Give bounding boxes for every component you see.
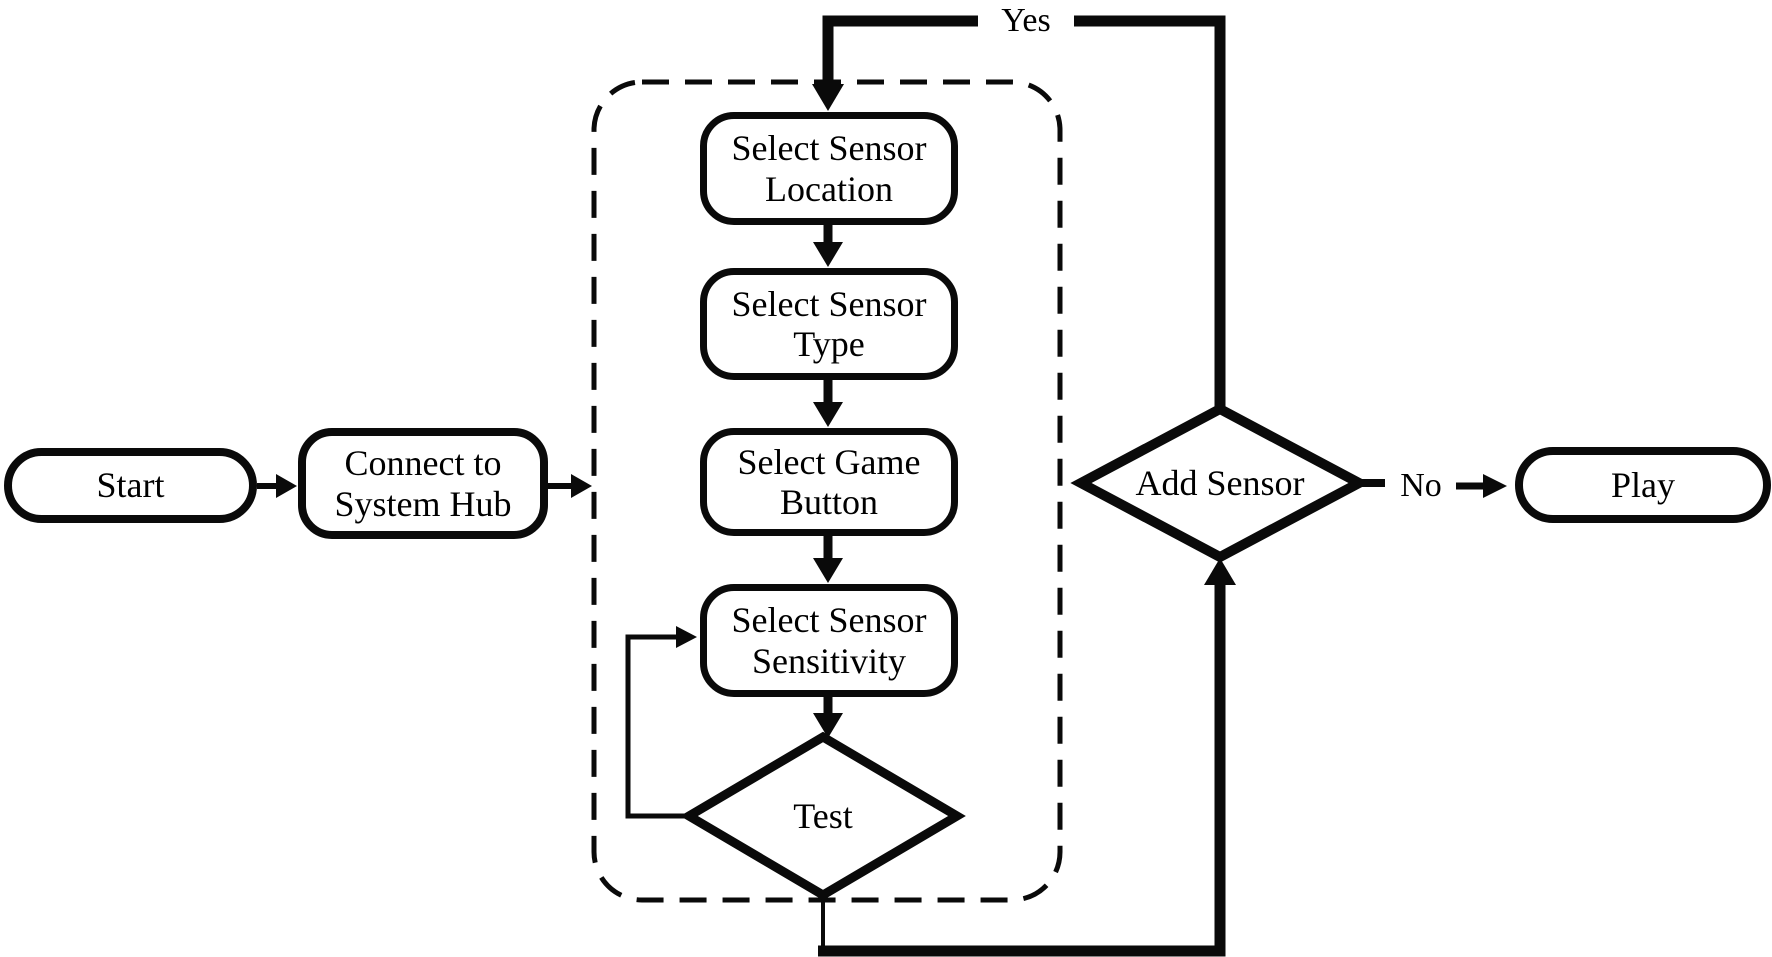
node-label: Add Sensor: [1135, 463, 1305, 503]
select-sensor-sensitivity-node: Select Sensor Sensitivity: [700, 584, 958, 697]
add-sensor-diamond: [1070, 403, 1370, 563]
arrow-connect-to-subprocess: [548, 474, 592, 498]
connect-hub-node: Connect to System Hub: [298, 428, 548, 539]
node-label: Test: [793, 796, 853, 836]
node-label: Play: [1610, 464, 1675, 505]
node-label-line: Location: [765, 168, 893, 209]
play-node: Play: [1515, 447, 1771, 523]
test-retry-loop-arrow: [625, 626, 697, 819]
arrow-no-to-play: [1456, 474, 1507, 498]
node-label-line: Select Sensor: [731, 128, 927, 169]
arrow-button-to-sensitivity: [813, 534, 843, 583]
node-label-line: Button: [779, 482, 878, 522]
arrow-sensitivity-to-test: [813, 695, 843, 738]
select-sensor-type-node: Select Sensor Type: [700, 268, 958, 380]
arrow-location-to-type: [813, 222, 843, 267]
start-node: Start: [4, 448, 257, 523]
no-edge-label: No: [1390, 464, 1452, 508]
arrow-start-to-connect: [257, 474, 297, 498]
test-to-add-sensor-line: [818, 558, 1236, 957]
node-label-line: System Hub: [334, 483, 512, 524]
add-sensor-label: Add Sensor: [1100, 453, 1340, 513]
node-label-line: Select Sensor: [731, 283, 927, 324]
node-label-line: Connect to: [344, 443, 502, 484]
yes-edge-label: Yes: [978, 0, 1074, 42]
node-label: Start: [96, 465, 165, 506]
node-label-line: Type: [793, 324, 865, 364]
test-diamond: [680, 731, 966, 901]
node-label-line: Select Game: [737, 441, 921, 482]
select-sensor-location-node: Select Sensor Location: [700, 112, 958, 225]
arrow-type-to-button: [813, 378, 843, 427]
select-game-button-node: Select Game Button: [700, 428, 958, 536]
node-label-line: Sensitivity: [751, 640, 907, 681]
test-label: Test: [723, 786, 923, 846]
edge-label-text: Yes: [1001, 2, 1051, 39]
node-label-line: Select Sensor: [731, 600, 927, 641]
edge-label-text: No: [1400, 467, 1442, 504]
